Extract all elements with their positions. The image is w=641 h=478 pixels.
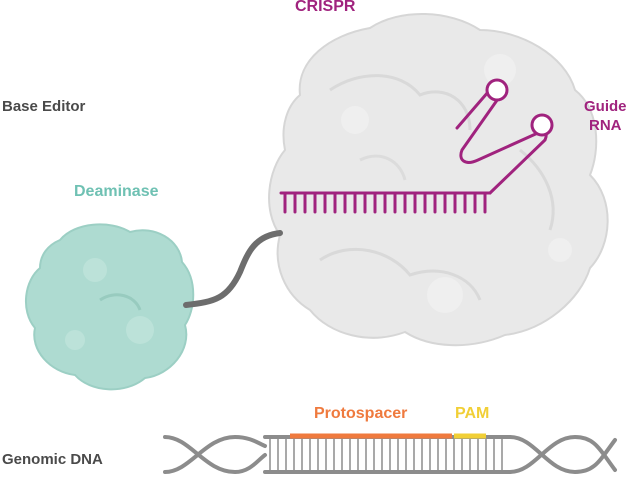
deaminase-protein (24, 223, 195, 391)
crispr-label: CRISPR (295, 0, 356, 15)
guide-rna-label-line2: RNA (589, 117, 622, 134)
base-editor-label: Base Editor (2, 98, 86, 115)
genomic-dna (163, 433, 617, 475)
guide-rna-label-line1: Guide (584, 98, 627, 115)
linker (183, 230, 283, 308)
dna-rungs (269, 437, 503, 472)
guide-rna-label: Guide RNA (584, 97, 627, 135)
deaminase-label: Deaminase (74, 183, 159, 200)
genomic-dna-label: Genomic DNA (2, 451, 103, 468)
crispr-protein (268, 13, 609, 347)
protospacer-label: Protospacer (314, 405, 408, 422)
pam-label: PAM (455, 405, 490, 422)
guide-rna (279, 78, 554, 214)
guide-rna-teeth (283, 191, 487, 214)
